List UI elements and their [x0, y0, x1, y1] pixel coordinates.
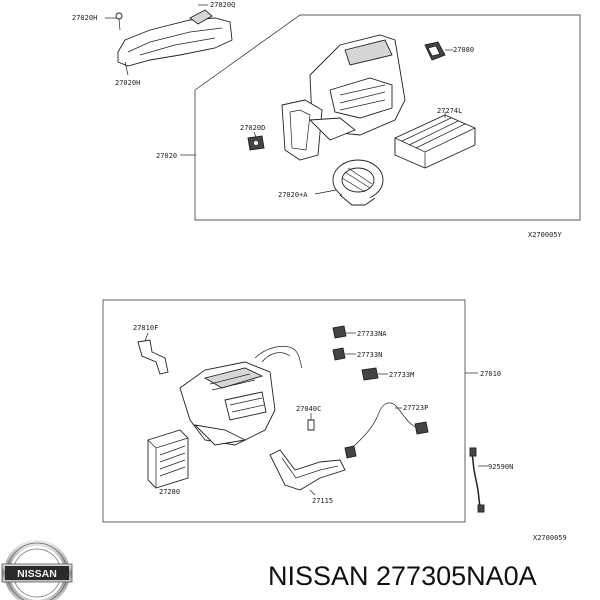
filter-27280 — [147, 429, 189, 489]
label-27040c: 27040C — [296, 405, 321, 413]
label-27010: 27010 — [480, 370, 501, 378]
clip-27020d — [247, 135, 265, 151]
sensor-27733na — [332, 325, 347, 339]
label-27020a: 27020+A — [278, 191, 308, 199]
filter-27274l — [394, 114, 476, 169]
top-diagram — [105, 4, 581, 221]
label-27020h: 27020H — [115, 79, 140, 87]
clip-27040c — [307, 419, 315, 431]
diagram-code-top: X270005Y — [528, 231, 563, 239]
bracket-part-27020h — [115, 9, 233, 67]
label-27274l: 27274L — [437, 107, 462, 115]
label-27115: 27115 — [312, 497, 333, 505]
bottom-diagram — [102, 299, 488, 523]
label-27733na: 27733NA — [357, 330, 387, 338]
top-frame — [194, 14, 581, 221]
label-27733n: 27733N — [357, 351, 382, 359]
nissan-logo: NISSAN — [1, 540, 73, 600]
bottom-frame — [102, 299, 466, 523]
drain-92590n — [469, 447, 485, 513]
label-27020: 27020 — [156, 152, 177, 160]
label-27810f: 27810F — [133, 324, 158, 332]
label-27020h-top: 27020H — [72, 14, 97, 22]
nissan-logo-text: NISSAN — [17, 568, 57, 580]
sensor-27733n — [332, 347, 346, 361]
heater-unit — [179, 346, 303, 446]
part-title: NISSAN 277305NA0A — [268, 561, 537, 591]
harness-27723p — [344, 402, 429, 459]
label-27280: 27280 — [159, 488, 180, 496]
diagram-code-bottom: X2700059 — [533, 534, 567, 542]
label-27723p: 27723P — [403, 404, 428, 412]
blower-motor-27020a — [332, 159, 384, 206]
label-27020d: 27020D — [240, 124, 265, 132]
label-27733m: 27733M — [389, 371, 414, 379]
blower-housing-top — [281, 34, 406, 161]
label-27020q: 27020Q — [210, 1, 235, 9]
duct-27115 — [269, 449, 346, 491]
label-27080: 27080 — [453, 46, 474, 54]
label-92590n: 92590N — [488, 463, 513, 471]
sensor-27733m — [361, 367, 379, 381]
bracket-27810f — [137, 339, 169, 375]
clip-27080 — [424, 41, 446, 61]
